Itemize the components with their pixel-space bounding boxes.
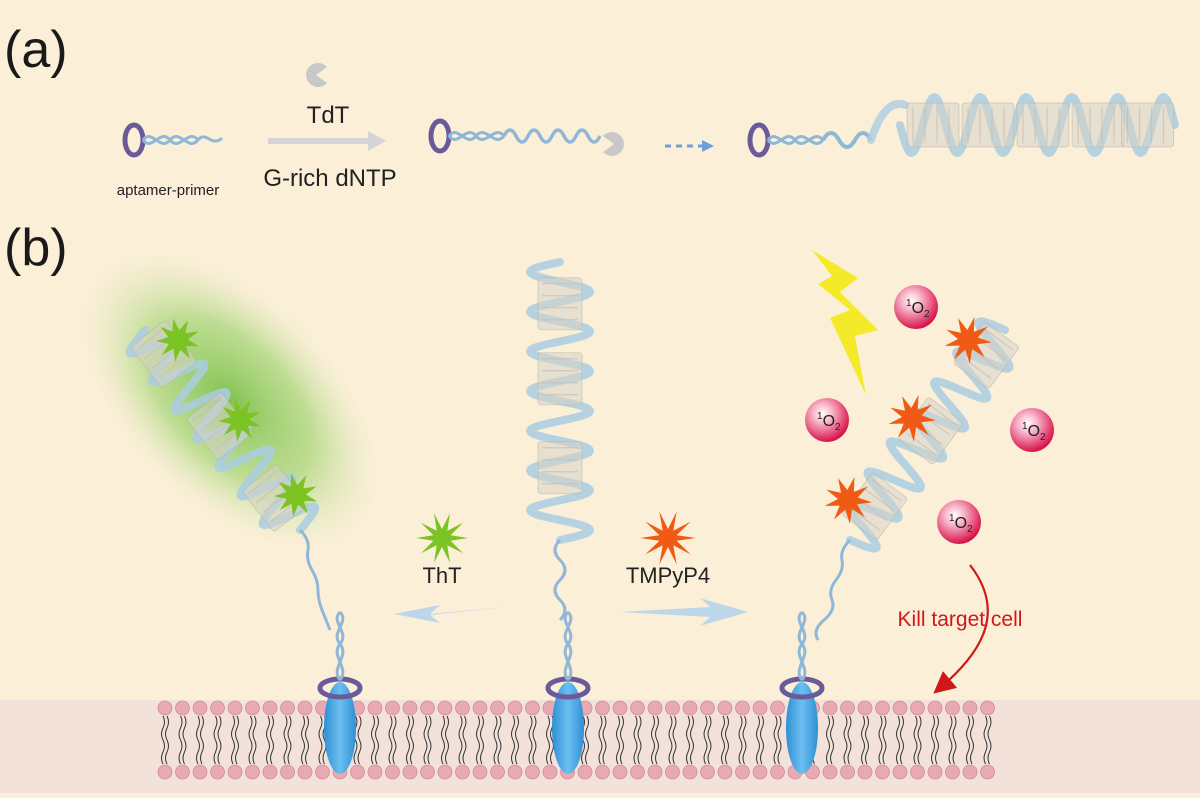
tmpyp4-star-icon (824, 476, 872, 524)
tdt-label: TdT (307, 102, 350, 129)
arrow-to-tmpyp4 (620, 598, 748, 626)
singlet-oxygen-icon: 1O2 (937, 500, 981, 544)
singlet-oxygen-icon: 1O2 (1010, 408, 1054, 452)
extension-arrow (268, 131, 386, 151)
tmpyp4-star-icon (944, 316, 992, 364)
g-quadruplex-block (537, 277, 583, 331)
singlet-oxygen-icon: 1O2 (894, 285, 938, 329)
aptamer-primer-label: aptamer-primer (117, 182, 220, 199)
lipid-bilayer (157, 700, 995, 780)
tmpyp4-star-icon (640, 511, 696, 565)
progress-arrow (665, 140, 714, 152)
tht-star-icon (274, 473, 317, 517)
fluorescence-glow (79, 249, 381, 551)
svg-text:1O2: 1O2 (906, 298, 930, 320)
membrane-receptors (317, 610, 825, 774)
tht-star-icon (218, 398, 261, 442)
tmpyp4-label: TMPyP4 (626, 563, 710, 588)
g-quadruplex-block (537, 441, 583, 495)
svg-text:1O2: 1O2 (1022, 421, 1046, 443)
g-quadruplex-block (961, 102, 1015, 148)
tmpyp4-star-icon (888, 394, 936, 442)
panel-label-b: (b) (4, 219, 68, 277)
tmpyp4-bound-strand (814, 316, 1021, 641)
receptor-protein (552, 682, 584, 774)
svg-text:1O2: 1O2 (949, 513, 973, 535)
kill-arrow (933, 564, 989, 694)
central-g-quadruplex-strand (526, 258, 594, 622)
tht-bound-strand (125, 318, 332, 631)
lightning-icon (812, 250, 878, 395)
extending-strand (428, 118, 624, 157)
svg-text:1O2: 1O2 (817, 411, 841, 433)
substrate-label: G-rich dNTP (263, 165, 396, 192)
panel-label-a: (a) (4, 21, 68, 79)
g-quadruplex-block (1016, 102, 1070, 148)
receptor-protein (324, 682, 356, 774)
g-quadruplex-product (747, 93, 1179, 158)
singlet-oxygen-icon: 1O2 (805, 398, 849, 442)
tdt-enzyme-icon (603, 132, 624, 157)
tht-star-icon (156, 318, 199, 362)
kill-target-label: Kill target cell (898, 608, 1023, 631)
aptamer-primer-construct (122, 122, 224, 158)
singlet-oxygen-group: 1O2 1O2 1O2 1O2 (805, 285, 1054, 544)
g-quadruplex-block (1120, 102, 1175, 148)
tdt-enzyme-icon (306, 63, 327, 87)
tht-label: ThT (422, 563, 461, 588)
g-quadruplex-block (906, 102, 960, 148)
tht-star-icon (416, 513, 468, 563)
g-quadruplex-block (1071, 102, 1125, 148)
receptor-protein (786, 682, 818, 774)
arrow-to-tht (394, 605, 515, 623)
g-quadruplex-block (537, 352, 583, 406)
